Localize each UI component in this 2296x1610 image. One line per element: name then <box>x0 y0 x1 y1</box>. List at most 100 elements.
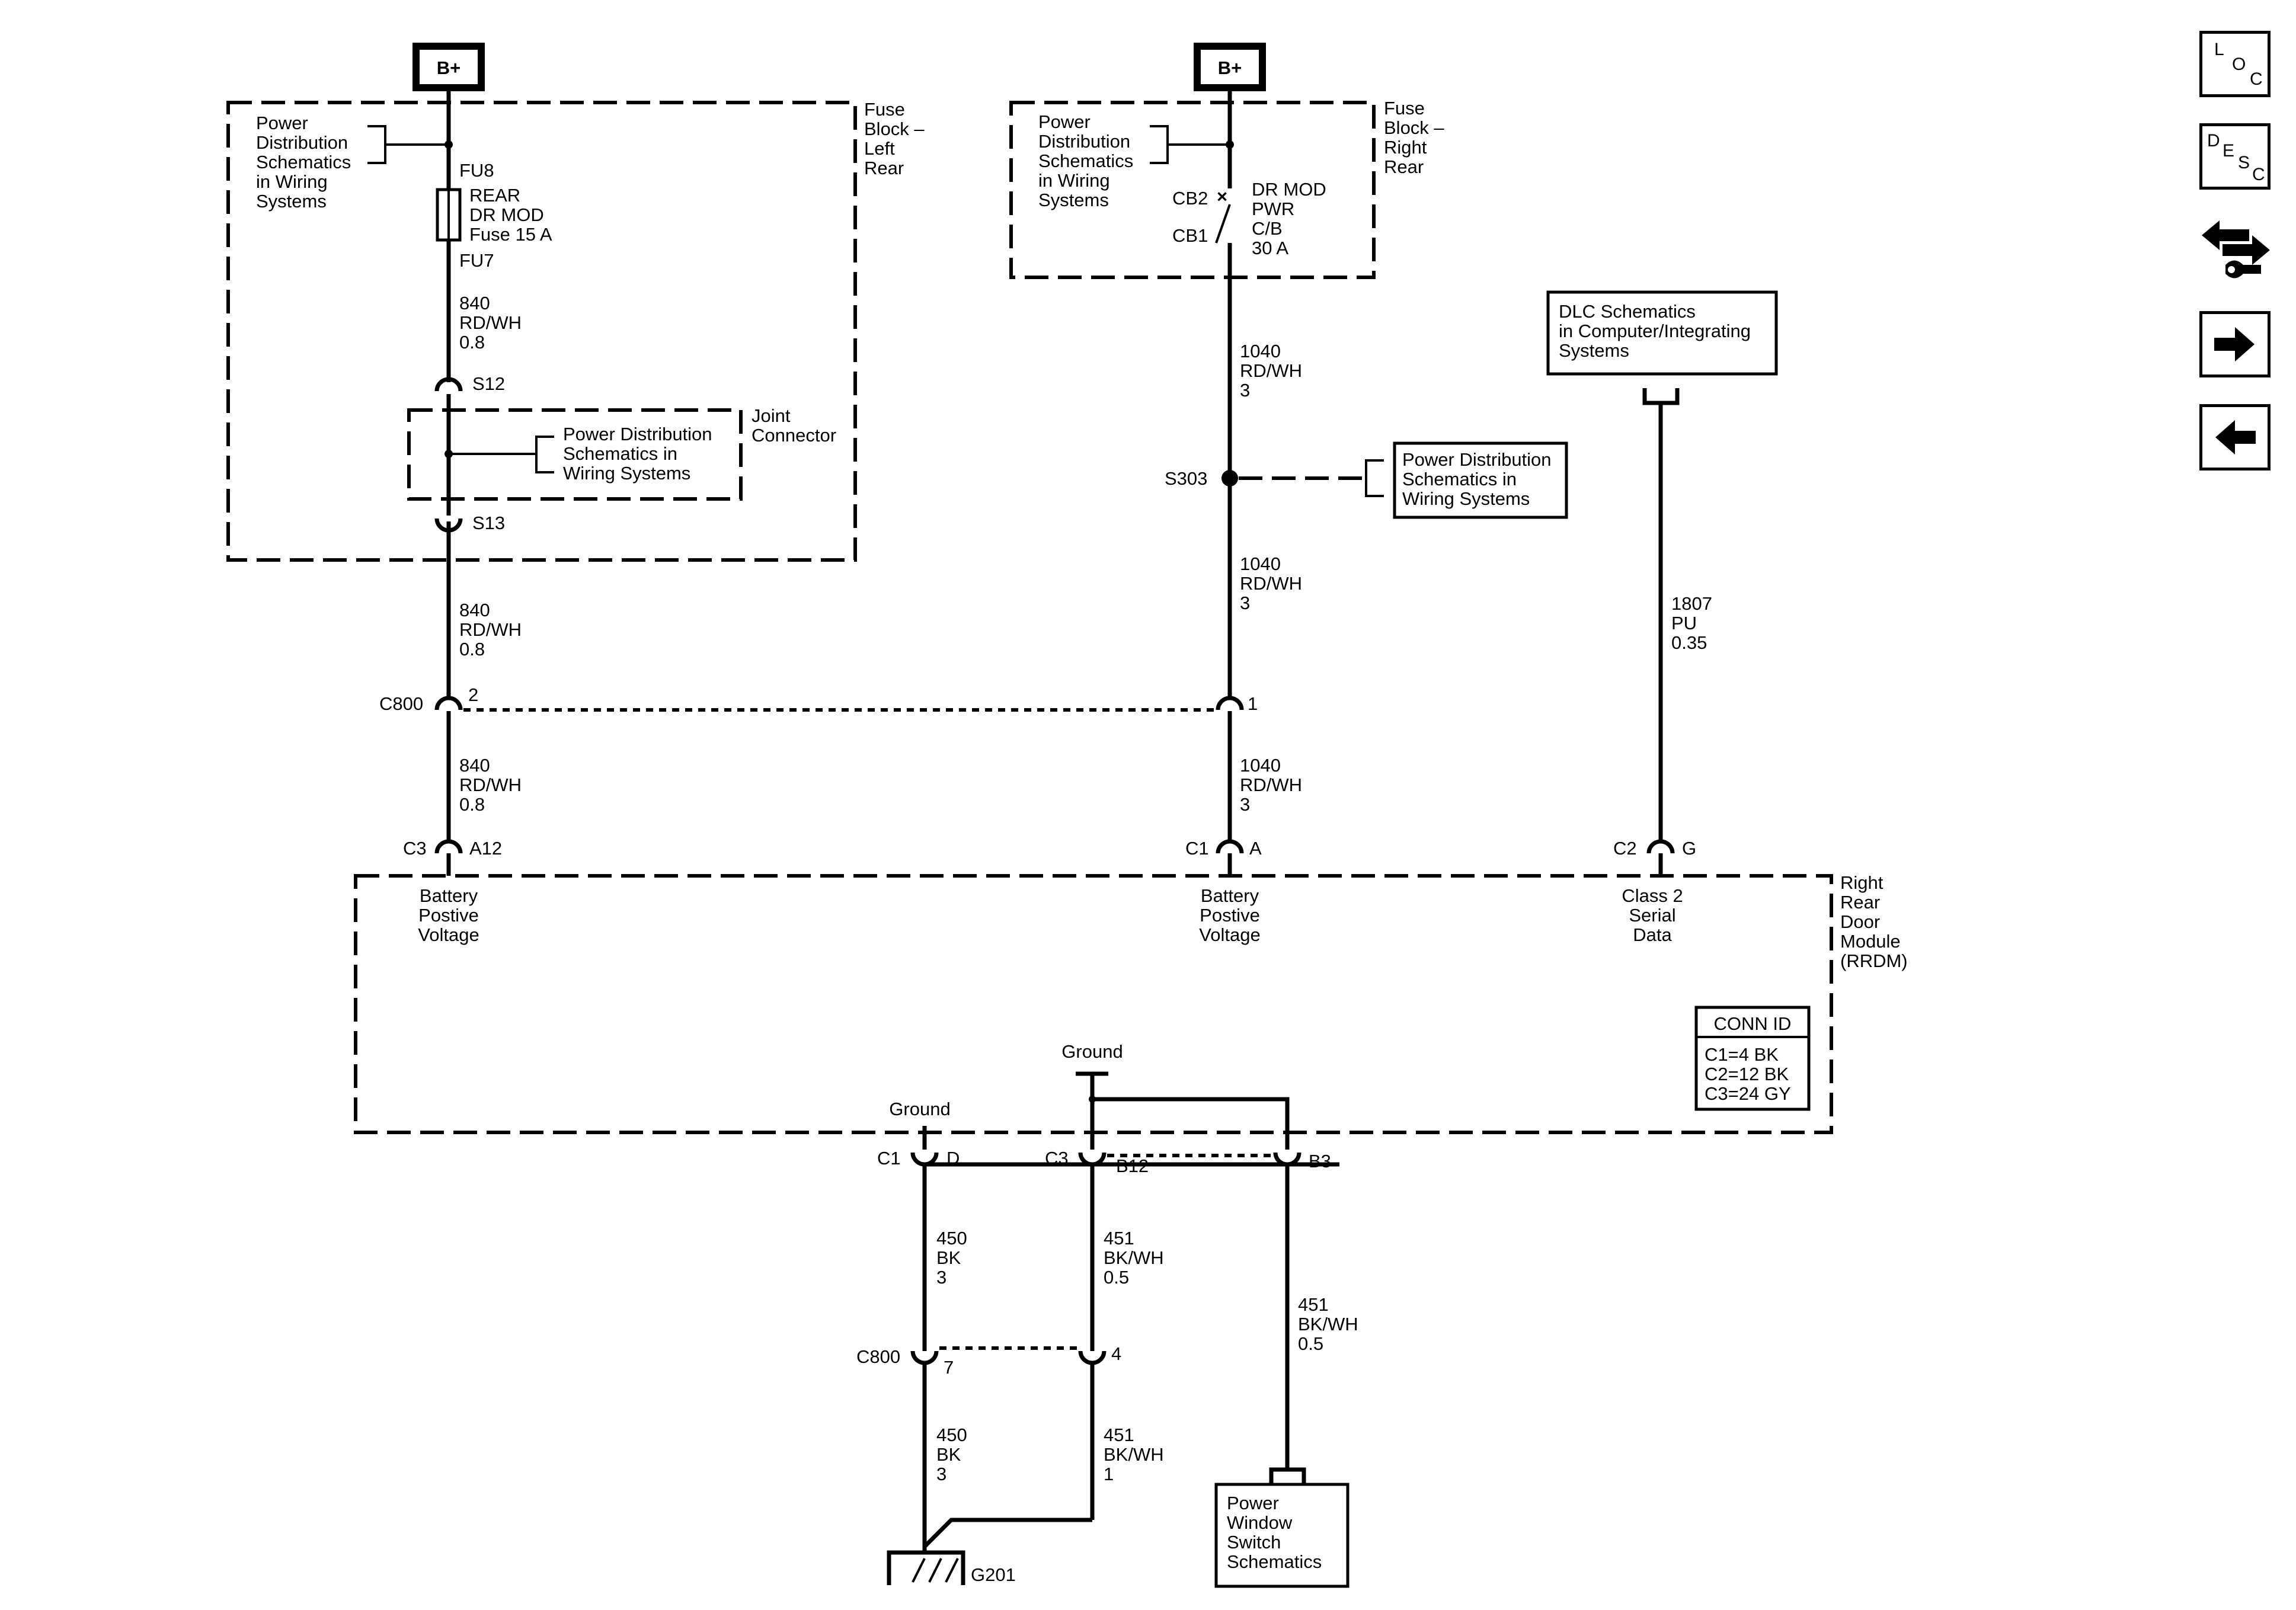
svg-text:Data: Data <box>1633 924 1672 945</box>
svg-text:0.35: 0.35 <box>1671 632 1707 653</box>
power-window-switch-reference: Power Window Switch Schematics <box>1214 1467 1350 1588</box>
svg-text:Rear: Rear <box>1840 892 1880 913</box>
wire-1807-label: 1807 PU 0.35 <box>1671 593 1712 653</box>
svg-text:Module: Module <box>1840 931 1901 952</box>
svg-text:Block –: Block – <box>864 119 925 139</box>
fuse-block-rr-reference: Power Distribution Schematics in Wiring … <box>1038 111 1234 210</box>
svg-text:Block –: Block – <box>1384 117 1444 138</box>
svg-text:CB2: CB2 <box>1172 188 1208 209</box>
svg-text:RD/WH: RD/WH <box>459 312 522 333</box>
svg-text:Class 2: Class 2 <box>1622 885 1683 906</box>
svg-text:Right: Right <box>1384 137 1427 158</box>
wire-451-label-b3: 451 BK/WH 0.5 <box>1298 1294 1358 1354</box>
svg-text:BK/WH: BK/WH <box>1104 1444 1164 1465</box>
svg-text:451: 451 <box>1104 1228 1134 1249</box>
svg-text:C3: C3 <box>403 838 427 859</box>
svg-text:Wiring Systems: Wiring Systems <box>563 463 690 484</box>
svg-text:G201: G201 <box>971 1564 1016 1585</box>
desc-letter-s: S <box>2238 153 2250 172</box>
svg-text:Schematics in: Schematics in <box>1402 469 1517 489</box>
circuit-breaker: × CB2 CB1 DR MOD PWR C/B 30 A <box>1172 88 1326 699</box>
loc-letter-c: C <box>2250 69 2263 89</box>
loc-button[interactable]: L O C <box>2199 31 2271 97</box>
svg-text:S13: S13 <box>472 513 505 533</box>
svg-text:1040: 1040 <box>1240 755 1281 776</box>
pin-c3-b12: C3 B12 <box>1045 1148 1149 1336</box>
svg-text:BK: BK <box>936 1444 961 1465</box>
svg-text:Voltage: Voltage <box>1199 924 1260 945</box>
svg-text:1: 1 <box>1248 693 1258 714</box>
svg-text:Power Distribution: Power Distribution <box>563 424 712 444</box>
svg-text:Rear: Rear <box>1384 156 1424 177</box>
svg-text:DR MOD: DR MOD <box>469 204 544 225</box>
svg-text:Right: Right <box>1840 872 1884 893</box>
splice-s12: S12 <box>434 373 505 409</box>
svg-text:×: × <box>1217 186 1227 207</box>
svg-text:C1=4 BK: C1=4 BK <box>1705 1044 1779 1065</box>
svg-text:Power: Power <box>1227 1493 1279 1513</box>
svg-text:C2: C2 <box>1613 838 1637 859</box>
svg-text:Window: Window <box>1227 1512 1293 1533</box>
wire-1040-label-2: 1040 RD/WH 3 <box>1240 553 1302 613</box>
connector-c800-top-left: C800 2 <box>379 684 478 841</box>
svg-text:CONN ID: CONN ID <box>1714 1013 1792 1034</box>
svg-text:C3=24 GY: C3=24 GY <box>1705 1083 1791 1104</box>
svg-text:451: 451 <box>1298 1294 1329 1315</box>
svg-text:Power Distribution: Power Distribution <box>1402 449 1552 470</box>
connector-c800-top-right: 1 <box>1216 693 1258 841</box>
svg-text:Serial: Serial <box>1629 905 1675 926</box>
desc-letter-e: E <box>2223 141 2235 161</box>
svg-text:S303: S303 <box>1165 468 1207 489</box>
svg-text:A12: A12 <box>469 838 502 859</box>
internal-ground: Ground <box>1061 1041 1290 1150</box>
fuse-block-left-rear: Fuse Block – Left Rear <box>226 99 925 562</box>
svg-text:Left: Left <box>864 138 895 159</box>
svg-text:Systems: Systems <box>256 191 327 212</box>
joint-connector: Joint Connector Power Distribution Schem… <box>407 405 836 501</box>
svg-text:in Wiring: in Wiring <box>256 171 328 192</box>
svg-text:0.5: 0.5 <box>1104 1267 1129 1288</box>
wire-840-label-1: 840 RD/WH 0.8 <box>459 293 522 353</box>
pin-c1-a: C1 A <box>1185 838 1262 876</box>
fuse-fu8: FU8 REAR DR MOD Fuse 15 A FU7 <box>436 88 552 382</box>
svg-text:Systems: Systems <box>1038 190 1109 210</box>
wire-450-label-2: 450 BK 3 <box>936 1425 967 1484</box>
svg-text:C800: C800 <box>856 1346 900 1367</box>
splice-s13: S13 <box>434 498 505 699</box>
dlc-reference-box: DLC Schematics in Computer/Integrating S… <box>1546 290 1778 841</box>
ground-g201: G201 <box>887 1550 1016 1585</box>
desc-letter-c: C <box>2252 165 2265 184</box>
loc-letter-l: L <box>2214 40 2224 59</box>
svg-text:Joint: Joint <box>752 405 791 426</box>
wire-840-label-2: 840 RD/WH 0.8 <box>459 600 522 660</box>
svg-text:840: 840 <box>459 600 490 620</box>
svg-text:0.8: 0.8 <box>459 639 485 660</box>
svg-text:in Computer/Integrating: in Computer/Integrating <box>1559 321 1751 341</box>
rrdm-function-class2: Class 2 Serial Data <box>1622 885 1683 945</box>
svg-text:RD/WH: RD/WH <box>1240 573 1302 594</box>
svg-text:FU8: FU8 <box>459 160 494 181</box>
connector-views-icon[interactable] <box>2196 215 2276 286</box>
svg-text:BK/WH: BK/WH <box>1104 1247 1164 1268</box>
svg-text:C1: C1 <box>877 1148 901 1169</box>
next-button[interactable] <box>2199 311 2271 377</box>
previous-button[interactable] <box>2199 404 2271 470</box>
s303-reference-box: Power Distribution Schematics in Wiring … <box>1393 441 1568 519</box>
svg-text:Ground: Ground <box>1061 1041 1123 1062</box>
svg-text:S12: S12 <box>472 373 505 394</box>
svg-text:Systems: Systems <box>1559 340 1629 361</box>
svg-text:C3: C3 <box>1045 1148 1069 1169</box>
svg-text:B12: B12 <box>1116 1156 1149 1176</box>
svg-text:C/B: C/B <box>1252 218 1283 239</box>
pin-c2-g: C2 G <box>1613 838 1696 876</box>
desc-button[interactable]: D E S C <box>2199 123 2271 190</box>
svg-text:C1: C1 <box>1185 838 1209 859</box>
rrdm-function-battery-2: Battery Postive Voltage <box>1199 885 1260 945</box>
svg-text:Door: Door <box>1840 911 1880 932</box>
b-plus-left: B+ <box>412 43 485 91</box>
svg-text:RD/WH: RD/WH <box>1240 360 1302 381</box>
svg-text:3: 3 <box>936 1267 946 1288</box>
svg-text:Schematics in: Schematics in <box>563 443 677 464</box>
svg-text:840: 840 <box>459 293 490 313</box>
